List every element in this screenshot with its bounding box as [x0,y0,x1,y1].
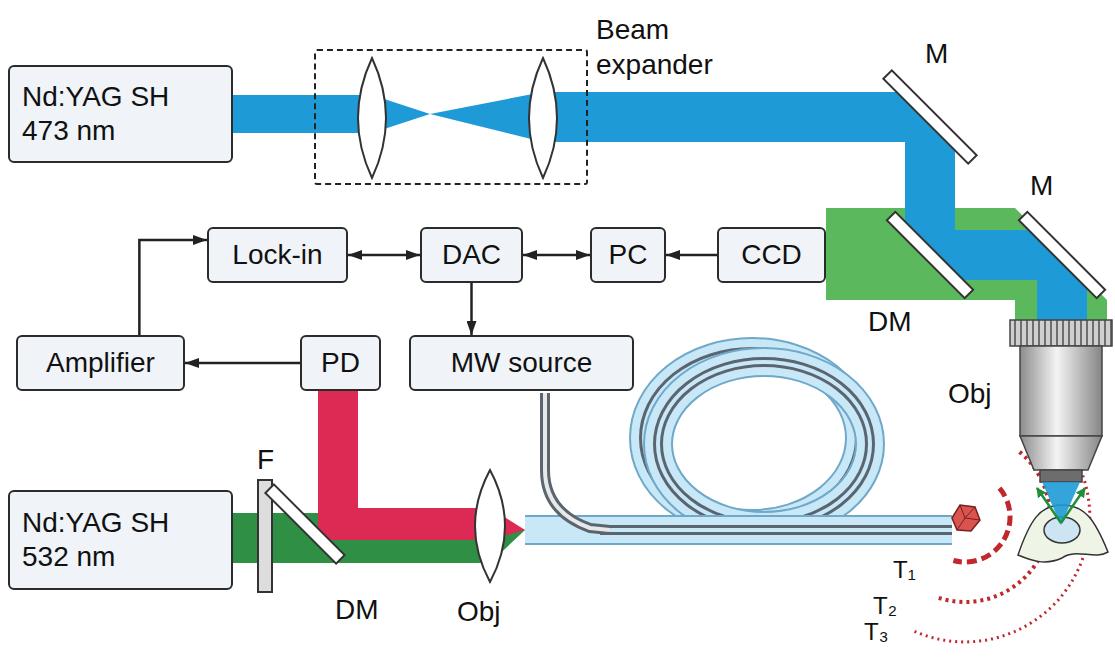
signal-arrow [470,283,473,335]
node-label: Beam expander [596,12,736,82]
component-label: M [925,38,948,70]
node-label: Nd:YAG SH 473 nm [22,80,197,147]
cable [600,525,952,535]
node-label: DAC [442,238,501,272]
node-label: CCD [741,238,802,272]
beam-expander-group: Beam expander [314,49,588,185]
objective-body [1020,346,1102,436]
dichroic-mirror [265,484,344,563]
node-label: Nd:YAG SH 532 nm [22,506,197,573]
objective-taper [1020,436,1102,470]
node-label: MW source [451,346,593,380]
wave-label: T₃ [864,618,888,646]
instrument-box: Lock-in [207,227,348,283]
instrument-box: CCD [717,227,826,283]
cable-loop [658,362,870,526]
component-label: Obj [457,596,501,628]
node-label: Amplifier [46,346,155,380]
laser-box: Nd:YAG SH 532 nm [8,490,233,590]
component-label: M [1030,170,1053,202]
wave-label: T₁ [893,556,916,584]
signal-arrow [185,362,300,365]
instrument-box: Amplifier [16,335,185,391]
diamond-facets [957,505,980,530]
node-label: PC [609,238,648,272]
fiber-loop [658,362,870,526]
lens [358,58,386,178]
mw-cable [545,393,610,530]
node-label: Lock-in [232,238,322,272]
component-label: DM [335,594,379,626]
fiber-loop [658,362,870,526]
cable-loop [658,362,870,526]
instrument-box: PC [590,227,666,283]
cable [600,528,952,532]
component-label: DM [868,306,912,338]
fluorescence-arrow [1037,488,1061,523]
mw-cable [545,393,610,530]
instrument-box: PD [300,335,381,391]
dichroic-mirror [887,212,973,298]
signal-arrow [523,254,590,257]
objective-tip [1040,470,1082,482]
nanodiamond [952,505,980,531]
fluorescence-arrow [1061,488,1085,523]
signal-arrow [348,254,420,257]
node-label: PD [321,346,360,380]
lens [529,58,557,178]
laser-box: Nd:YAG SH 473 nm [8,65,233,163]
signal-arrow [139,240,207,335]
component-label: Obj [948,378,992,410]
signal-arrow [666,254,717,257]
objective-ring [1010,320,1112,346]
instrument-box: MW source [409,335,634,391]
lens [475,470,505,582]
wave-label: T₂ [873,592,897,620]
mirror [883,70,976,163]
component-label: F [257,444,274,476]
instrument-box: DAC [420,227,523,283]
mirror [1019,212,1105,298]
